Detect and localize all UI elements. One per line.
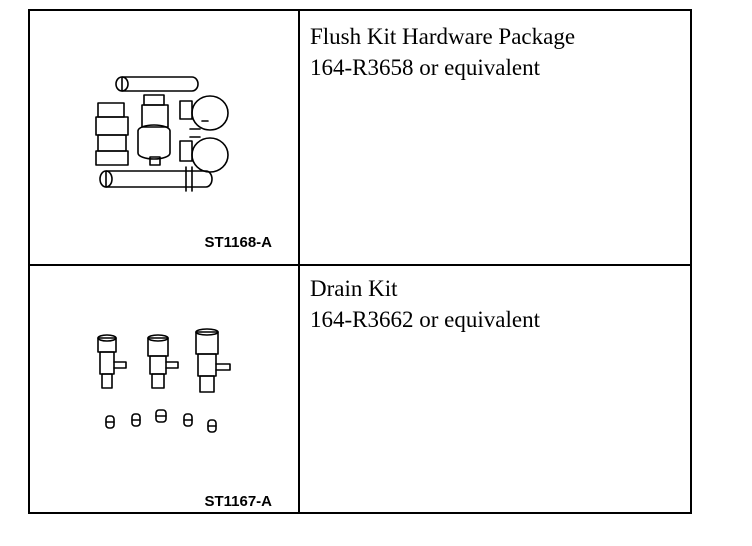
flush-kit-description: Flush Kit Hardware Package 164-R3658 or … [310,21,575,83]
column-divider [298,11,300,512]
flush-kit-part-number: 164-R3658 or equivalent [310,55,540,80]
figure-id-drain-kit: ST1167-A [204,493,272,510]
flush-kit-title: Flush Kit Hardware Package [310,24,576,49]
drain-kit-part-number: 164-R3662 or equivalent [310,307,540,332]
drain-kit-image-cell: ST1167-A [30,266,298,512]
drain-kit-description-cell: Drain Kit 164-R3662 or equivalent [300,266,690,512]
parts-table: ST1168-A Flush Kit Hardware Package 164-… [28,9,692,514]
figure-id-flush-kit: ST1168-A [204,234,272,251]
row-divider [30,264,690,266]
drain-kit-title: Drain Kit [310,276,398,301]
drain-kit-parts-icon [97,328,231,433]
drain-kit-description: Drain Kit 164-R3662 or equivalent [310,273,540,335]
flush-kit-description-cell: Flush Kit Hardware Package 164-R3658 or … [300,11,690,264]
flush-kit-parts-icon [95,76,229,192]
flush-kit-image-cell: ST1168-A [30,11,298,264]
